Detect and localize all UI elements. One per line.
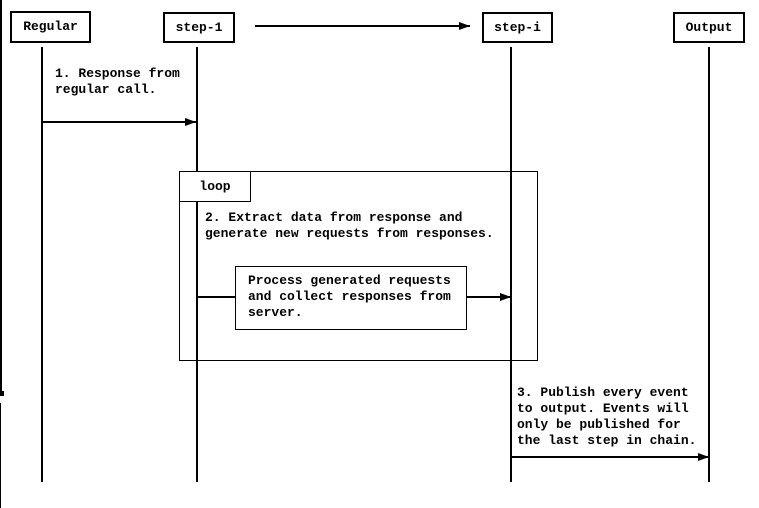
message-3-line2: to output. Events will: [517, 401, 689, 416]
arrowhead: [459, 21, 470, 30]
message-3-line4: the last step in chain.: [517, 433, 697, 448]
loop-label: loop: [199, 178, 231, 194]
message-1-line2: regular call.: [55, 82, 157, 97]
lifeline-output: [708, 47, 710, 482]
arrowhead: [500, 292, 511, 301]
message-2-text: 2. Extract data from response and genera…: [205, 210, 494, 242]
participant-box-step-1: step-1: [163, 12, 235, 43]
participant-box-output: Output: [673, 12, 745, 43]
loop-frame: [179, 171, 538, 361]
message-1-line1: 1. Response from: [55, 66, 180, 81]
arrow-step1-to-stepi: [255, 21, 470, 30]
arrowhead: [185, 117, 196, 126]
participant-label-step-i: step-i: [494, 19, 541, 35]
left-edge-bar: [0, 0, 2, 391]
arrow-message-3: [511, 452, 709, 461]
participant-label-output: Output: [685, 19, 733, 35]
message-2-line2: generate new requests from responses.: [205, 226, 494, 241]
process-line2: and collect responses from: [248, 289, 451, 304]
process-connector-line: [197, 296, 235, 298]
lifeline-regular: [41, 47, 43, 482]
left-edge-tick: [0, 391, 4, 396]
left-edge-line: [0, 403, 1, 508]
lifeline-step-1: [196, 47, 198, 482]
process-box: Process generated requests and collect r…: [235, 266, 467, 330]
message-3-line3: only be published for: [517, 417, 681, 432]
participant-box-regular: Regular: [10, 11, 91, 43]
arrowhead: [698, 452, 709, 461]
process-line3: server.: [248, 305, 303, 320]
message-2-line1: 2. Extract data from response and: [205, 210, 463, 225]
participant-box-step-i: step-i: [482, 12, 553, 43]
message-3-text: 3. Publish every event to output. Events…: [517, 385, 697, 449]
message-1-text: 1. Response from regular call.: [55, 66, 180, 98]
arrow-process-to-stepi: [467, 292, 511, 301]
process-line1: Process generated requests: [248, 273, 451, 288]
participant-label-step-1: step-1: [175, 19, 223, 35]
loop-label-box: loop: [179, 171, 251, 202]
arrow-message-1: [43, 117, 196, 126]
lifeline-step-i: [510, 47, 512, 482]
message-3-line1: 3. Publish every event: [517, 385, 689, 400]
participant-label-regular: Regular: [23, 19, 78, 34]
